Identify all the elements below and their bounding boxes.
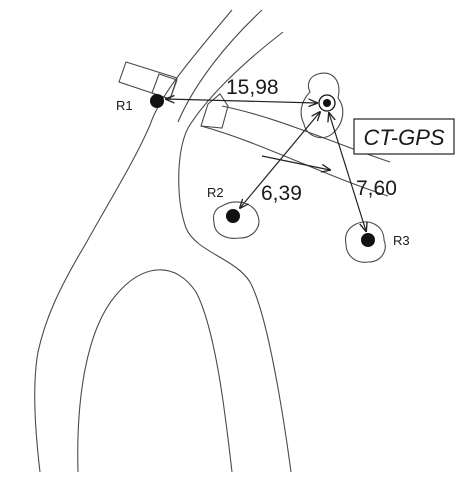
target-main-dot: [323, 99, 331, 107]
distance-arrow-r2: [240, 112, 320, 208]
bronchoscope-left: [118, 61, 178, 100]
distance-arrow-r3: [329, 113, 366, 231]
target-r2-dot: [226, 209, 240, 223]
distance-label-r1: 15,98: [226, 76, 279, 99]
target-main-ring: [318, 94, 336, 112]
target-r3-label: R3: [393, 233, 410, 248]
target-r3-dot: [361, 233, 375, 247]
distance-label-r2: 6,39: [261, 182, 302, 205]
ct-gps-box: [353, 118, 455, 155]
target-r2-label: R2: [207, 185, 224, 200]
distance-label-r3: 7,60: [356, 177, 397, 200]
target-r1-dot: [150, 94, 164, 108]
lesion-r3-outline: [344, 221, 386, 263]
target-r1-label: R1: [116, 98, 133, 113]
distance-arrow-r1: [166, 99, 317, 103]
ct-gps-label: CT-GPS: [363, 125, 444, 150]
